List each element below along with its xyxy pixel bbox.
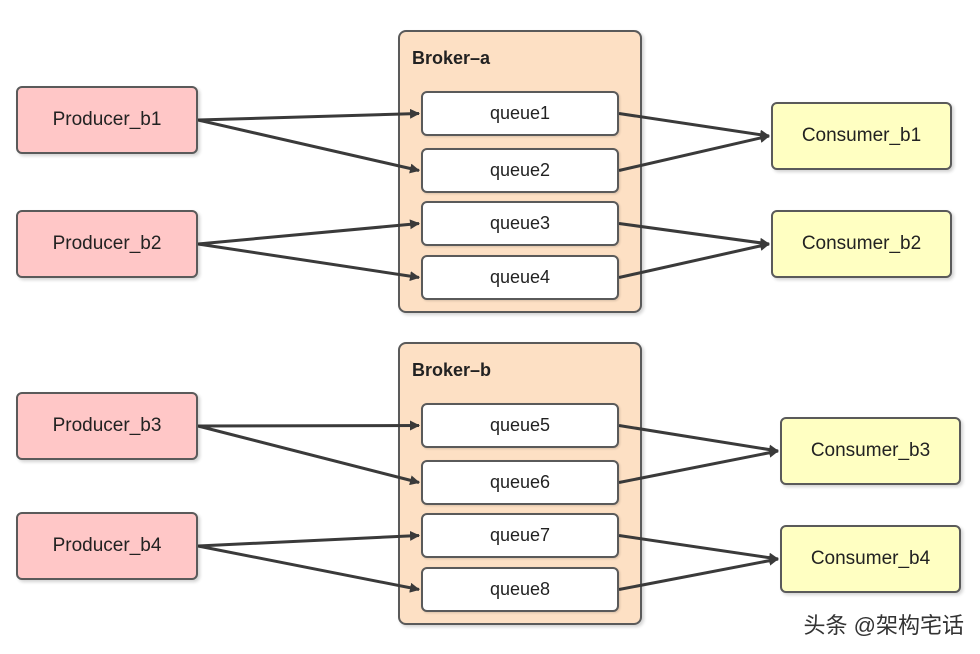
arrow-producer-b4-to-queue7 (197, 530, 420, 548)
arrow-queue3-to-consumer-b2 (618, 222, 770, 248)
producer-b1: Producer_b1 (16, 86, 198, 154)
queue-1: queue1 (421, 91, 619, 136)
arrow-producer-b2-to-queue3 (197, 219, 420, 246)
queue-6: queue6 (421, 460, 619, 505)
arrow-producer-b4-to-queue8 (197, 544, 420, 593)
queue-8: queue8 (421, 567, 619, 612)
consumer-b4: Consumer_b4 (780, 525, 961, 593)
consumer-b3: Consumer_b3 (780, 417, 961, 485)
arrow-queue5-to-consumer-b3 (618, 424, 779, 455)
broker-b-title: Broker–b (412, 360, 492, 380)
arrow-producer-b3-to-queue6 (197, 424, 420, 486)
arrow-queue8-to-consumer-b4 (618, 555, 779, 591)
broker-a-title: Broker–a (412, 48, 491, 68)
arrow-producer-b3-to-queue5 (197, 420, 420, 431)
queue-4: queue4 (421, 255, 619, 300)
arrow-producer-b1-to-queue2 (197, 118, 420, 174)
producer-b3: Producer_b3 (16, 392, 198, 460)
queue-7: queue7 (421, 513, 619, 558)
producer-b4: Producer_b4 (16, 512, 198, 580)
arrow-queue6-to-consumer-b3 (618, 447, 779, 484)
arrow-queue1-to-consumer-b1 (618, 112, 770, 140)
queue-2: queue2 (421, 148, 619, 193)
consumer-b2: Consumer_b2 (771, 210, 952, 278)
queue-3: queue3 (421, 201, 619, 246)
arrow-queue4-to-consumer-b2 (618, 241, 770, 279)
producer-b2: Producer_b2 (16, 210, 198, 278)
arrow-queue7-to-consumer-b4 (618, 534, 779, 563)
consumer-b1: Consumer_b1 (771, 102, 952, 170)
arrow-producer-b1-to-queue1 (197, 108, 420, 122)
arrow-producer-b2-to-queue4 (197, 242, 420, 282)
watermark-text: 头条 @架构宅话 (803, 613, 964, 638)
queue-5: queue5 (421, 403, 619, 448)
arrow-queue2-to-consumer-b1 (618, 133, 770, 172)
